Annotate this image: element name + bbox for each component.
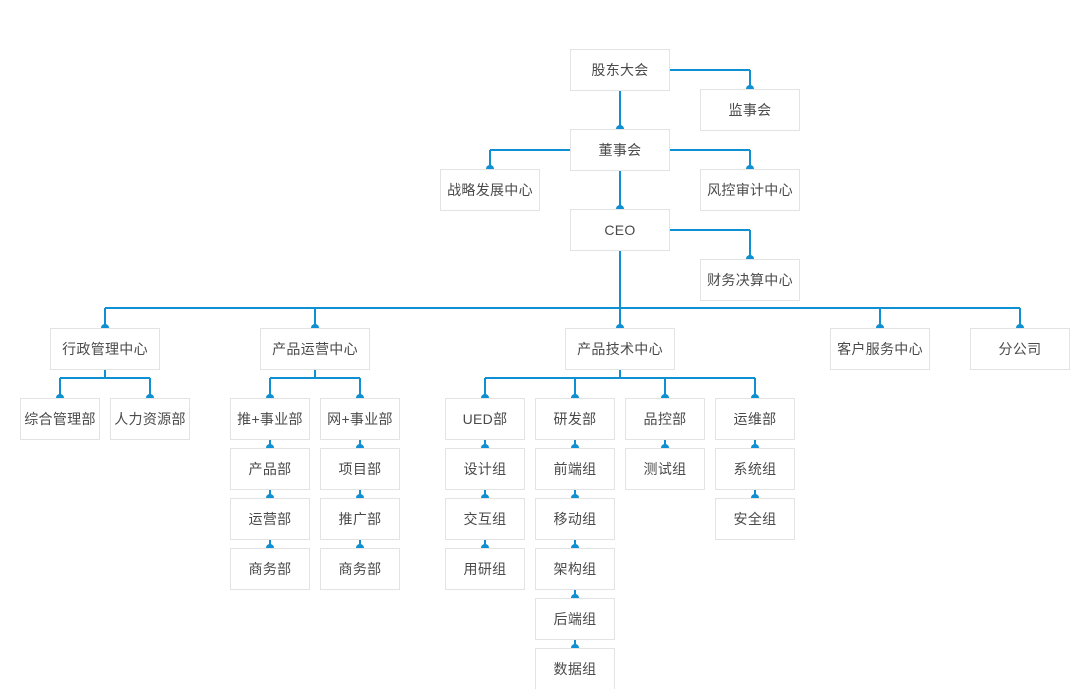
org-node-label: 推+事业部 <box>237 411 303 427</box>
org-node[interactable]: UED部 <box>445 398 525 440</box>
org-node-label: 后端组 <box>553 611 597 627</box>
org-node-label: 网+事业部 <box>327 411 393 427</box>
org-node[interactable]: 测试组 <box>625 448 705 490</box>
org-node-label: 综合管理部 <box>24 411 96 427</box>
org-node[interactable]: 前端组 <box>535 448 615 490</box>
org-node[interactable]: 品控部 <box>625 398 705 440</box>
org-node[interactable]: 财务决算中心 <box>700 259 800 301</box>
org-node-label: 项目部 <box>338 461 382 477</box>
org-node[interactable]: 项目部 <box>320 448 400 490</box>
org-node-label: 设计组 <box>463 461 507 477</box>
org-node-label: 测试组 <box>643 461 687 477</box>
org-node-label: 系统组 <box>733 461 777 477</box>
org-node[interactable]: 综合管理部 <box>20 398 100 440</box>
org-node-label: 股东大会 <box>591 62 649 78</box>
org-node-label: 风控审计中心 <box>707 182 793 198</box>
org-node-label: 客户服务中心 <box>837 341 923 357</box>
org-node-label: 战略发展中心 <box>447 182 533 198</box>
org-node-label: 产品部 <box>248 461 292 477</box>
org-node[interactable]: 后端组 <box>535 598 615 640</box>
org-node-label: 董事会 <box>598 142 642 158</box>
org-node[interactable]: 风控审计中心 <box>700 169 800 211</box>
org-node-label: 产品运营中心 <box>272 341 358 357</box>
org-node[interactable]: 系统组 <box>715 448 795 490</box>
org-node-label: 产品技术中心 <box>577 341 663 357</box>
org-node-label: 架构组 <box>553 561 597 577</box>
org-node[interactable]: 行政管理中心 <box>50 328 160 370</box>
org-node-label: 数据组 <box>553 661 597 677</box>
org-node-label: 运营部 <box>248 511 292 527</box>
org-node-label: 用研组 <box>463 561 507 577</box>
org-node[interactable]: 监事会 <box>700 89 800 131</box>
org-node-label: 人力资源部 <box>114 411 186 427</box>
org-node[interactable]: 分公司 <box>970 328 1070 370</box>
org-node[interactable]: 董事会 <box>570 129 670 171</box>
org-node[interactable]: 产品部 <box>230 448 310 490</box>
org-node-label: 监事会 <box>728 102 772 118</box>
org-node[interactable]: 运维部 <box>715 398 795 440</box>
org-node-label: 品控部 <box>643 411 687 427</box>
org-node[interactable]: 客户服务中心 <box>830 328 930 370</box>
org-node[interactable]: 用研组 <box>445 548 525 590</box>
org-node-label: CEO <box>604 222 636 238</box>
org-node[interactable]: 交互组 <box>445 498 525 540</box>
org-node-label: 商务部 <box>338 561 382 577</box>
org-node[interactable]: 产品技术中心 <box>565 328 675 370</box>
org-node[interactable]: 商务部 <box>320 548 400 590</box>
org-node[interactable]: 移动组 <box>535 498 615 540</box>
org-node[interactable]: CEO <box>570 209 670 251</box>
org-node-label: 移动组 <box>553 511 597 527</box>
org-node[interactable]: 推+事业部 <box>230 398 310 440</box>
org-node[interactable]: 架构组 <box>535 548 615 590</box>
org-node[interactable]: 推广部 <box>320 498 400 540</box>
org-node[interactable]: 产品运营中心 <box>260 328 370 370</box>
org-node[interactable]: 数据组 <box>535 648 615 689</box>
org-node-label: 研发部 <box>553 411 597 427</box>
org-node-label: 交互组 <box>463 511 507 527</box>
org-node[interactable]: 战略发展中心 <box>440 169 540 211</box>
org-node-label: 分公司 <box>998 341 1042 357</box>
org-node-label: 安全组 <box>733 511 777 527</box>
org-node[interactable]: 安全组 <box>715 498 795 540</box>
org-node[interactable]: 运营部 <box>230 498 310 540</box>
org-node[interactable]: 股东大会 <box>570 49 670 91</box>
org-node[interactable]: 研发部 <box>535 398 615 440</box>
org-node[interactable]: 网+事业部 <box>320 398 400 440</box>
org-node[interactable]: 商务部 <box>230 548 310 590</box>
org-node-label: 财务决算中心 <box>707 272 793 288</box>
org-node-label: 推广部 <box>338 511 382 527</box>
org-node-label: 前端组 <box>553 461 597 477</box>
org-node-label: 运维部 <box>733 411 777 427</box>
org-node-label: 行政管理中心 <box>62 341 148 357</box>
org-node-label: 商务部 <box>248 561 292 577</box>
org-node[interactable]: 人力资源部 <box>110 398 190 440</box>
org-node-label: UED部 <box>462 411 508 427</box>
org-node[interactable]: 设计组 <box>445 448 525 490</box>
